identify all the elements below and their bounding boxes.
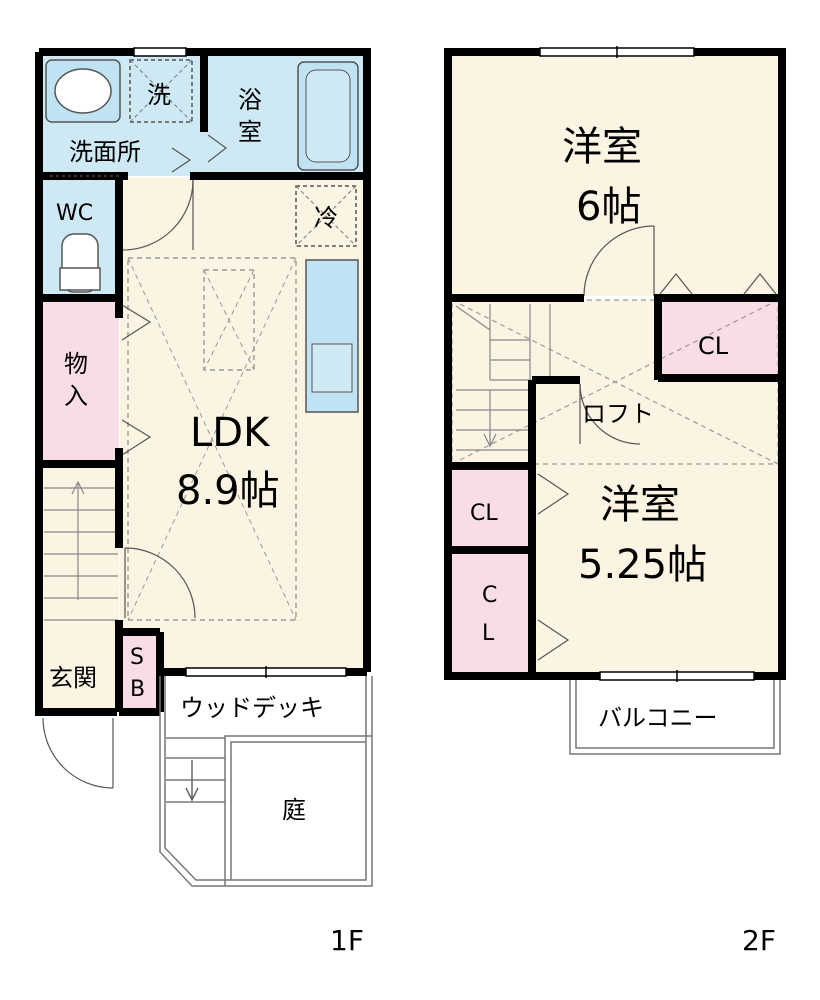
sink-basin-icon: [54, 68, 112, 114]
room-label-shoe-box-bottom: B: [130, 677, 145, 702]
room-size-western-2: 5.25帖: [578, 542, 707, 588]
skylight-outline: [203, 269, 255, 371]
closet1-fill: [660, 300, 778, 376]
floor-1: 洗面所 洗 浴 室 WC 冷 物 入 LDK 8.9帖 玄関 S B ウッドデッ…: [35, 47, 373, 957]
room-label-closet-3-top: C: [482, 583, 497, 608]
room2-fill: [534, 380, 778, 672]
room-label-wc: WC: [56, 201, 93, 226]
room-label-bath-top: 浴: [238, 86, 262, 114]
storage-fill: [39, 302, 119, 462]
window-washroom: [133, 47, 187, 57]
room1-fill: [452, 56, 778, 296]
room-label-washroom: 洗面所: [69, 138, 141, 166]
hall-fill: [39, 464, 119, 712]
stairs-2f: [455, 304, 551, 451]
outdoor-1f: [159, 676, 373, 887]
room-label-storage-top: 物: [64, 350, 88, 378]
room-label-closet-2: CL: [470, 501, 498, 526]
balcony-outline: [569, 680, 781, 755]
kitchen-sink-icon: [311, 343, 353, 393]
room-label-entrance: 玄関: [49, 664, 97, 692]
room-label-storage-bottom: 入: [64, 382, 88, 410]
closet2-fill: [452, 470, 530, 548]
doors-1f: [42, 134, 228, 789]
closet3-fill: [452, 552, 530, 672]
room-label-fridge: 冷: [314, 204, 338, 232]
room-size-ldk: 8.9帖: [176, 468, 280, 514]
room-label-ldk: LDK: [190, 410, 271, 456]
room-label-garden: 庭: [282, 796, 306, 824]
room-label-shoe-box-top: S: [130, 645, 144, 670]
room-label-western-1: 洋室: [562, 124, 642, 170]
room-label-closet-3-bottom: L: [482, 621, 495, 646]
fridge-icon: [295, 185, 357, 247]
stairs-1f: [44, 480, 118, 621]
doors-2f: [537, 225, 777, 661]
room-label-washer: 洗: [147, 81, 171, 109]
loft-outline: [127, 257, 297, 621]
room-label-closet-1: CL: [698, 332, 729, 360]
floor-2: 洋室 6帖 CL ロフト 洋室 5.25帖 CL C L バルコニー 2F: [444, 46, 786, 957]
room-label-loft: ロフト: [582, 400, 654, 428]
room-label-western-2: 洋室: [600, 482, 680, 528]
room-label-balcony: バルコニー: [598, 704, 718, 732]
shoe-box-fill: [120, 632, 158, 712]
room-label-wood-deck: ウッドデッキ: [180, 694, 324, 722]
washer-icon: [129, 59, 193, 123]
walls-1f: [35, 48, 371, 716]
floor-label-1f: 1F: [330, 924, 364, 957]
room-size-western-1: 6帖: [576, 184, 641, 230]
floor-label-2f: 2F: [742, 924, 776, 957]
room-label-bath-bottom: 室: [238, 118, 262, 146]
